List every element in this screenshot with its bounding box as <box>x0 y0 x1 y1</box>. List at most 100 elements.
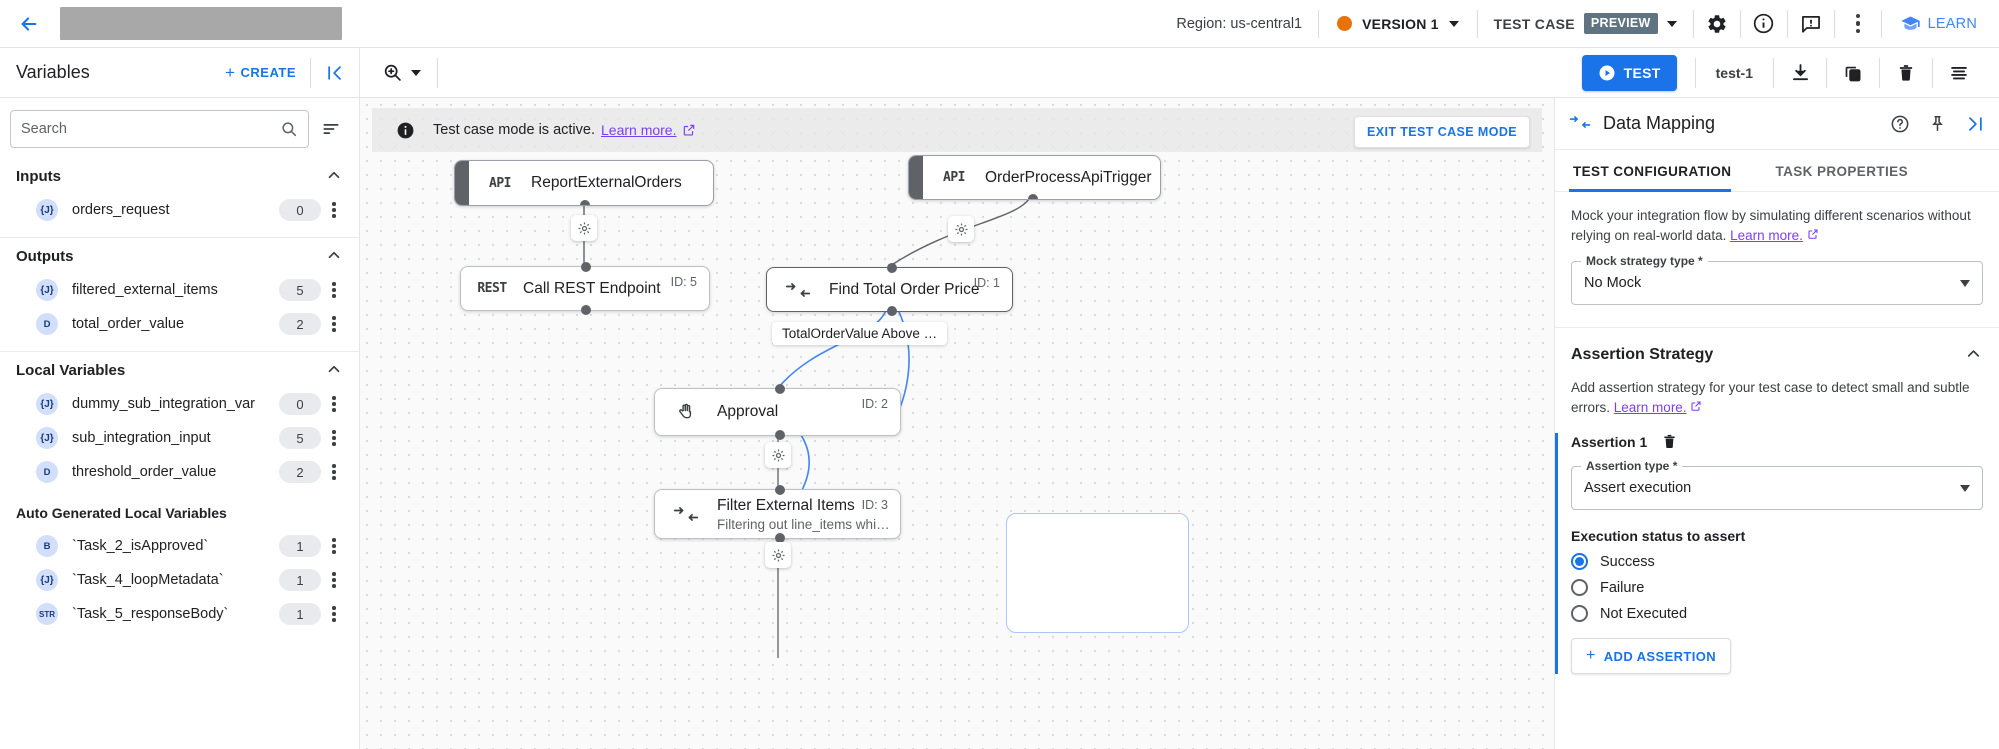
node-output-port[interactable] <box>775 533 785 543</box>
feedback-icon[interactable] <box>1788 0 1834 48</box>
tab-task-properties[interactable]: TASK PROPERTIES <box>1775 164 1908 179</box>
api-icon: API <box>489 175 511 191</box>
node-input-port[interactable] <box>581 262 591 272</box>
delete-assertion-icon[interactable] <box>1661 433 1678 450</box>
list-item[interactable]: {J} filtered_external_items 5 <box>0 273 359 307</box>
integration-title-redacted <box>60 7 342 40</box>
radio-option-failure[interactable]: Failure <box>1571 579 1983 597</box>
section-header[interactable]: Inputs <box>0 160 359 193</box>
node-find-total-order-price[interactable]: Find Total Order Price ID: 1 <box>766 263 1013 316</box>
node-output-port[interactable] <box>1028 194 1038 199</box>
node-input-port[interactable] <box>775 384 785 394</box>
variable-type-badge: B <box>36 535 58 557</box>
trash-icon[interactable] <box>1880 48 1932 98</box>
more-vert-icon[interactable] <box>1835 0 1881 48</box>
row-more-icon[interactable] <box>321 464 347 480</box>
edge-gear-icon[interactable] <box>948 216 974 242</box>
chevron-up-icon[interactable] <box>325 360 343 381</box>
chevron-up-icon[interactable] <box>325 246 343 267</box>
node-input-port[interactable] <box>887 263 897 273</box>
list-item[interactable]: {J} sub_integration_input 5 <box>0 421 359 455</box>
create-variable-button[interactable]: + CREATE <box>225 64 310 81</box>
list-item[interactable]: {J} `Task_4_loopMetadata` 1 <box>0 563 359 597</box>
edge-condition-label[interactable]: TotalOrderValue Above … <box>772 322 948 345</box>
copy-icon[interactable] <box>1827 48 1879 98</box>
learn-button[interactable]: LEARN <box>1882 13 1985 34</box>
mock-description-text: Mock your integration flow by simulating… <box>1571 208 1971 243</box>
panel-tabs: TEST CONFIGURATION TASK PROPERTIES <box>1555 150 1999 192</box>
node-approval[interactable]: Approval ID: 2 <box>654 384 901 440</box>
radio-button[interactable] <box>1571 579 1588 597</box>
radio-option-success[interactable]: Success <box>1571 553 1983 571</box>
chevron-up-icon[interactable] <box>325 166 343 187</box>
row-more-icon[interactable] <box>321 202 347 218</box>
edge-gear-icon[interactable] <box>765 542 791 568</box>
help-icon[interactable] <box>1890 114 1910 134</box>
row-more-icon[interactable] <box>321 430 347 446</box>
test-case-selector[interactable]: TEST CASE PREVIEW <box>1478 13 1693 34</box>
assertion-learn-more-link[interactable]: Learn more. <box>1613 399 1687 415</box>
mock-strategy-select[interactable]: Mock strategy type * No Mock <box>1571 254 1983 306</box>
tab-test-configuration[interactable]: TEST CONFIGURATION <box>1569 150 1749 192</box>
banner-text: Test case mode is active. <box>433 122 595 138</box>
node-call-rest-endpoint[interactable]: REST Call REST Endpoint ID: 5 <box>460 262 710 315</box>
exit-test-case-mode-button[interactable]: EXIT TEST CASE MODE <box>1354 116 1530 148</box>
node-title: ReportExternalOrders <box>531 174 682 191</box>
search-input[interactable]: Search <box>10 110 309 148</box>
node-order-process-api-trigger[interactable]: API OrderProcessApiTrigger <box>908 155 1161 200</box>
row-more-icon[interactable] <box>321 538 347 554</box>
banner-learn-more-link[interactable]: Learn more. <box>601 122 677 138</box>
section-inputs: Inputs {J} orders_request 0 <box>0 158 359 238</box>
radio-button[interactable] <box>1571 605 1588 623</box>
radio-button[interactable] <box>1571 553 1588 571</box>
chevron-down-icon <box>1448 20 1459 27</box>
back-arrow-icon[interactable] <box>14 9 44 39</box>
radio-option-not-executed[interactable]: Not Executed <box>1571 605 1983 623</box>
mock-learn-more-link[interactable]: Learn more. <box>1730 227 1803 243</box>
version-selector[interactable]: VERSION 1 <box>1319 16 1477 32</box>
sort-icon[interactable] <box>317 119 345 139</box>
list-item[interactable]: STR `Task_5_responseBody` 1 <box>0 597 359 631</box>
secondary-toolbar: Variables + CREATE TEST test-1 <box>0 48 1999 98</box>
download-icon[interactable] <box>1774 48 1826 98</box>
edge-gear-icon[interactable] <box>571 215 597 241</box>
assertion-type-select[interactable]: Assertion type * Assert execution <box>1571 459 1983 511</box>
edge-gear-icon[interactable] <box>765 442 791 468</box>
row-more-icon[interactable] <box>321 316 347 332</box>
add-assertion-button[interactable]: + ADD ASSERTION <box>1571 638 1732 675</box>
node-input-port[interactable] <box>775 485 785 495</box>
node-output-port[interactable] <box>775 430 785 440</box>
collapse-panel-icon[interactable] <box>311 63 359 83</box>
row-more-icon[interactable] <box>321 282 347 298</box>
expand-panel-icon[interactable] <box>1965 114 1985 134</box>
row-more-icon[interactable] <box>321 572 347 588</box>
assertion-strategy-header[interactable]: Assertion Strategy <box>1571 344 1983 366</box>
list-item[interactable]: D total_order_value 2 <box>0 307 359 341</box>
chevron-up-icon[interactable] <box>1964 344 1983 366</box>
info-icon[interactable] <box>1741 0 1787 48</box>
section-header[interactable]: Local Variables <box>0 354 359 387</box>
test-case-name[interactable]: test-1 <box>1715 64 1753 81</box>
node-report-external-orders[interactable]: API ReportExternalOrders <box>454 160 714 206</box>
variable-type-badge: {J} <box>36 199 58 221</box>
list-item[interactable]: B `Task_2_isApproved` 1 <box>0 529 359 563</box>
zoom-control[interactable] <box>360 62 437 83</box>
node-output-port[interactable] <box>580 200 590 205</box>
gear-icon[interactable] <box>1694 0 1740 48</box>
list-menu-icon[interactable] <box>1933 48 1985 98</box>
row-more-icon[interactable] <box>321 606 347 622</box>
section-header[interactable]: Outputs <box>0 240 359 273</box>
node-output-port[interactable] <box>887 306 897 316</box>
list-item[interactable]: {J} dummy_sub_integration_var 0 <box>0 387 359 421</box>
row-more-icon[interactable] <box>321 396 347 412</box>
run-test-button[interactable]: TEST <box>1581 54 1677 91</box>
list-item[interactable]: {J} orders_request 0 <box>0 193 359 227</box>
node-filter-external-items[interactable]: Filter External Items Filtering out line… <box>654 485 901 543</box>
node-output-port[interactable] <box>581 305 591 315</box>
list-item[interactable]: D threshold_order_value 2 <box>0 455 359 489</box>
node-placeholder-card[interactable] <box>1006 513 1189 633</box>
integration-canvas[interactable]: Test case mode is active. Learn more. EX… <box>360 98 1554 749</box>
divider <box>1786 9 1788 38</box>
variable-name: sub_integration_input <box>72 430 211 446</box>
pin-icon[interactable] <box>1928 114 1947 133</box>
